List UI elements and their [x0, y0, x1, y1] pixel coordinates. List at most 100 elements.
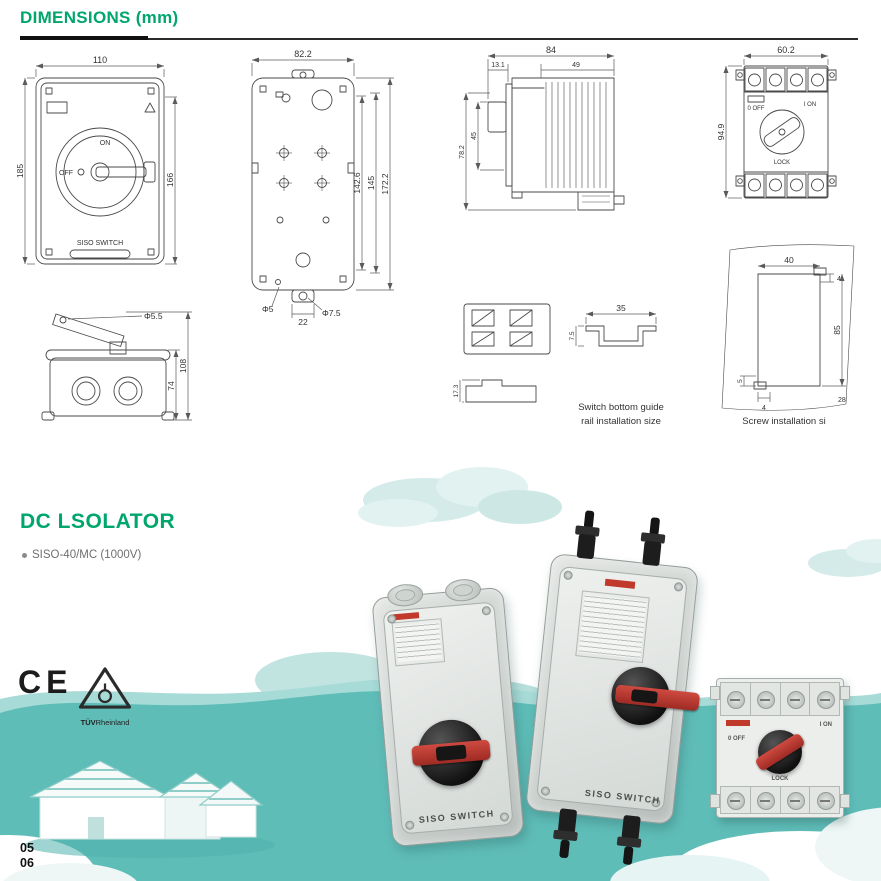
din-label-on: I ON: [804, 102, 816, 108]
dim-width-110: 110: [93, 55, 107, 65]
side-ribs: [545, 82, 610, 203]
dim-7-5: 7.5: [569, 331, 576, 340]
page-number-top: 05: [20, 841, 34, 855]
dim-85: 85: [832, 325, 842, 335]
rail-caption-1: Switch bottom guide: [578, 402, 664, 413]
dim-82-2: 82.2: [294, 49, 312, 59]
din-dim-lines: [725, 55, 829, 199]
din-photo-on: I ON: [819, 722, 832, 728]
drawing-mounting-plate: 82.2 142.6 145 172.2 Φ5 Φ7.5 22: [251, 49, 394, 326]
label-off: OFF: [59, 170, 73, 177]
terminal-screw-icon: [816, 691, 835, 709]
front-dim-arrows: [22, 63, 178, 264]
side-outline: [487, 77, 625, 211]
din-label-lock: LOCK: [774, 160, 790, 166]
page-title: DIMENSIONS (mm): [20, 8, 179, 27]
screw-dim-arrows: [758, 263, 845, 386]
cloud-top: [358, 467, 881, 577]
mc4-connector-icon: [637, 516, 668, 567]
product-photo-isolator-mc4: SISO SWITCH: [524, 510, 701, 865]
product-model: SISO-40/MC (1000V): [22, 549, 141, 561]
dim-172-2: 172.2: [380, 173, 390, 195]
label-siso-switch: SISO SWITCH: [77, 240, 123, 247]
dim-40: 40: [784, 255, 794, 265]
dim-74: 74: [166, 381, 176, 391]
side-dim-arrows: [463, 53, 614, 210]
mounting-ear: [710, 686, 720, 700]
page-number-bottom: 06: [20, 856, 34, 870]
dim-13-1: 13.1: [491, 62, 505, 69]
mc4-connector-icon: [550, 808, 581, 859]
dim-94-9: 94.9: [716, 123, 726, 140]
dim-17-3: 17.3: [453, 384, 460, 397]
tuv-label-rest: Rheinland: [95, 718, 130, 727]
din-outline: [735, 65, 837, 199]
dim-phi7-5: Φ7.5: [322, 308, 341, 318]
bullet-icon: [22, 552, 27, 558]
din-photo-lock: LOCK: [771, 776, 789, 782]
plate-outline: [251, 69, 355, 303]
terminal-screw-icon: [816, 792, 835, 810]
drawing-handle-view: Φ5.5 74 108: [41, 311, 192, 421]
din-dim-arrows: [723, 53, 828, 198]
handle-core: [630, 689, 658, 704]
terminal-screw-icon: [727, 792, 746, 810]
dim-84: 84: [546, 45, 556, 55]
screw-caption: Screw installation si: [742, 416, 825, 427]
dim-phi5: Φ5: [262, 304, 274, 314]
drawing-din-switch: 60.2 94.9 I ON 0 OFF LOCK: [716, 46, 837, 199]
houses-illustration: [25, 760, 275, 858]
dim-45: 45: [471, 132, 478, 140]
product-model-text: SISO-40/MC (1000V): [32, 549, 142, 561]
dim-4-top: 4: [837, 276, 841, 283]
dim-35: 35: [616, 303, 626, 313]
tuv-label: TÜVRheinland: [76, 718, 134, 727]
side-dim-lines: [465, 55, 615, 211]
terminal-screw-icon: [786, 691, 805, 709]
plate-dim-lines: [251, 59, 394, 318]
screw-dim-lines: [740, 265, 846, 402]
isolator-b-label: [575, 590, 650, 664]
dim-height-166: 166: [165, 173, 175, 187]
page-numbers: 05 06: [20, 841, 34, 871]
terminal-screw-icon: [727, 691, 746, 709]
tuv-label-bold: TÜV: [80, 718, 96, 727]
mc4-connector-icon: [572, 509, 603, 560]
mounting-ear: [840, 686, 850, 700]
dim-28: 28: [838, 397, 846, 404]
front-dim-lines: [24, 65, 177, 265]
screw-pattern: [753, 267, 827, 390]
cloud-bottom: [0, 807, 881, 881]
rail-profile: [585, 325, 657, 347]
dim-height-185: 185: [15, 164, 25, 178]
label-on: ON: [100, 140, 111, 147]
isolator-a-label: [391, 618, 446, 667]
handle-dim-lines: [67, 311, 192, 421]
sheet-outline: [721, 244, 855, 411]
clip-side-view: [465, 379, 537, 403]
drawing-front-view: 110 185 166 ON OFF SISO SWITCH: [15, 55, 178, 265]
din-terminals-bottom: [720, 786, 840, 814]
dim-phi5-5: Φ5.5: [144, 311, 163, 321]
rotary-knob: [754, 730, 806, 774]
plate-dim-arrows: [252, 57, 393, 290]
rail-caption-2: rail installation size: [581, 416, 661, 427]
tuv-triangle-icon: [78, 667, 132, 709]
terminal-screw-icon: [786, 792, 805, 810]
handle-dim-arrows: [173, 312, 191, 420]
mc4-connector-icon: [614, 814, 645, 865]
drawing-side-view: 84 13.1 49 78.2 45: [459, 45, 625, 211]
din-terminals-top: [720, 682, 840, 716]
ce-mark: CE: [18, 664, 73, 700]
dim-78-2: 78.2: [459, 145, 466, 159]
dim-60-2: 60.2: [777, 46, 795, 55]
dim-145: 145: [366, 176, 376, 190]
product-photo-isolator-front: SISO SWITCH: [371, 577, 525, 848]
dim-142-6: 142.6: [352, 172, 362, 194]
product-photo-din-switch: I ON 0 OFF LOCK: [710, 678, 850, 818]
terminal-screw-icon: [757, 792, 776, 810]
dim-4-bottom: 4: [762, 405, 766, 412]
plate-crosshairs: [276, 145, 330, 191]
dim-22: 22: [298, 317, 308, 326]
